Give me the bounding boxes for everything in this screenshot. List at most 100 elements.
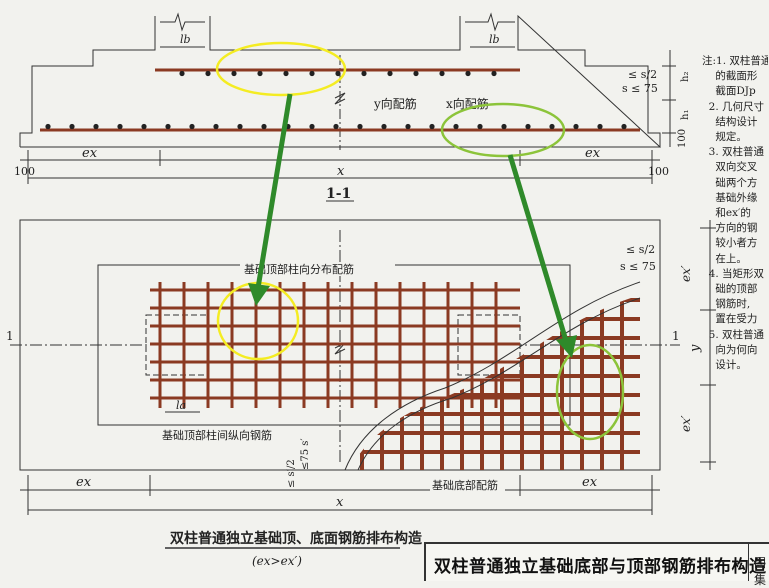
note-line: 3. 双柱普通 <box>702 146 765 159</box>
bottom-rebar-label: 基础底部配筋 <box>432 478 498 492</box>
rebar-dot <box>405 123 411 130</box>
column-break-left <box>160 12 205 32</box>
rebar-dot <box>45 123 51 130</box>
caption: 双柱普通独立基础顶、底面钢筋排布构造 (ex>ex′) <box>165 530 422 568</box>
note-line: 截面DJp <box>702 85 756 98</box>
title-block: 双柱普通独立基础底部与顶部钢筋排布构造 图集 <box>424 542 769 587</box>
arrow-bottom <box>507 154 570 345</box>
title-block-tag: 图集 <box>754 556 767 587</box>
dim-100-left: 100 <box>14 165 35 178</box>
notes-panel: 注:1. 双柱普通 的截面形 截面DJp 2. 几何尺寸 结构设计 规定。 3.… <box>702 54 768 434</box>
rebar-dot <box>465 70 471 77</box>
highlight-bottom-plan <box>555 343 625 441</box>
s-75-label: s ≤ 75 <box>622 82 658 95</box>
note-line: 钢筋时, <box>702 298 751 311</box>
cutaway-edge <box>344 281 641 471</box>
note-line: 结构设计 <box>702 115 758 128</box>
rebar-dot <box>501 123 507 130</box>
rebar-dot <box>621 123 627 130</box>
dim-100-right: 100 <box>648 165 669 178</box>
h1-label: h₁ <box>680 110 691 120</box>
column-break-right <box>465 12 515 32</box>
section-texts: lb lb y向配筋 x向配筋 ex ex x 100 100 100 h₁ h… <box>14 33 691 202</box>
ex-left-label: ex <box>82 146 98 161</box>
note-line: 双向交叉 <box>702 161 758 174</box>
rebar-dot <box>93 123 99 130</box>
dim-100-vertical: 100 <box>677 129 688 148</box>
rebar-dot <box>413 70 419 77</box>
note-line: 4. 当矩形双 <box>702 267 765 280</box>
exprime-bottom-label: ex′ <box>679 415 693 432</box>
title-block-divider <box>748 544 749 581</box>
la-label: la <box>176 399 186 412</box>
note-line: 较小者方 <box>702 237 758 250</box>
note-line: 方向的钢 <box>702 222 758 235</box>
note-line: 基础外缘 <box>702 191 758 204</box>
rebar-dot <box>257 70 263 77</box>
rebar-dot <box>429 123 435 130</box>
note-line: 5. 双柱普通 <box>702 328 765 341</box>
rebar-dot <box>381 123 387 130</box>
rebar-dot <box>387 70 393 77</box>
note-line: 础两个方 <box>702 176 758 189</box>
note-line: 的截面形 <box>702 70 758 83</box>
note-line: 2. 几何尺寸 <box>702 100 765 113</box>
note-line: 置在受力 <box>702 313 758 326</box>
caption-main: 双柱普通独立基础顶、底面钢筋排布构造 <box>170 530 422 547</box>
section-view <box>19 12 676 184</box>
rebar-dot <box>69 123 75 130</box>
note-line: 注:1. 双柱普通 <box>702 55 768 67</box>
label-lb-right: lb <box>489 33 500 46</box>
rebar-dot <box>261 123 267 130</box>
plan-texts: 基础顶部柱向分布配筋 基础顶部柱间纵向钢筋 基础底部配筋 la ex ex x … <box>6 243 703 510</box>
rebar-dot <box>309 123 315 130</box>
rebar-dot <box>439 70 445 77</box>
plan-s-75-v: ≤75 s′ <box>300 438 311 470</box>
rebar-dot <box>117 123 123 130</box>
s-half-label: ≤ s/2 <box>628 68 657 81</box>
y-label: y <box>688 344 703 353</box>
rebar-dot <box>141 123 147 130</box>
ex-right-label: ex <box>585 146 601 161</box>
highlight-top-section <box>215 41 347 97</box>
center-break <box>334 92 346 105</box>
axis-1-left-label: 1 <box>6 329 14 343</box>
rebar-dot <box>309 70 315 77</box>
highlight-bottom-section <box>440 102 566 158</box>
annotations <box>215 41 625 441</box>
note-line: 在上。 <box>702 252 747 265</box>
caption-sub: (ex>ex′) <box>252 554 302 568</box>
rebar-dot <box>165 123 171 130</box>
rebar-dot <box>333 123 339 130</box>
rebar-dot <box>491 70 497 77</box>
note-line: 础的顶部 <box>702 283 758 296</box>
rebar-dot <box>453 123 459 130</box>
rebar-dot <box>357 123 363 130</box>
top-distribution-label: 基础顶部柱向分布配筋 <box>244 262 354 276</box>
note-line: 设计。 <box>702 359 747 372</box>
rebar-dot <box>189 123 195 130</box>
rebar-dot <box>573 123 579 130</box>
note-line: 规定。 <box>702 131 747 144</box>
label-lb-left: lb <box>180 33 191 46</box>
rebar-dot <box>335 70 341 77</box>
section-title: 1-1 <box>326 186 351 202</box>
plan-s-half: ≤ s/2 <box>626 243 655 256</box>
rebar-dot <box>361 70 367 77</box>
x-label: x <box>337 164 345 179</box>
rebar-dot <box>477 123 483 130</box>
axis-1-right-label: 1 <box>672 329 680 343</box>
top-longitudinal-label: 基础顶部柱间纵向钢筋 <box>162 428 272 442</box>
rebar-dot <box>597 123 603 130</box>
rebar-dot <box>213 123 219 130</box>
section-outline <box>19 14 661 149</box>
ex-bottom-left: ex <box>76 475 92 490</box>
plan-s-75: s ≤ 75 <box>620 260 656 273</box>
arrow-bottom-head <box>556 335 577 358</box>
x-bottom-label: x <box>336 495 344 510</box>
arrow-top-head <box>248 283 270 306</box>
cutaway-edge-inner <box>357 297 641 471</box>
rebar-dot <box>179 70 185 77</box>
